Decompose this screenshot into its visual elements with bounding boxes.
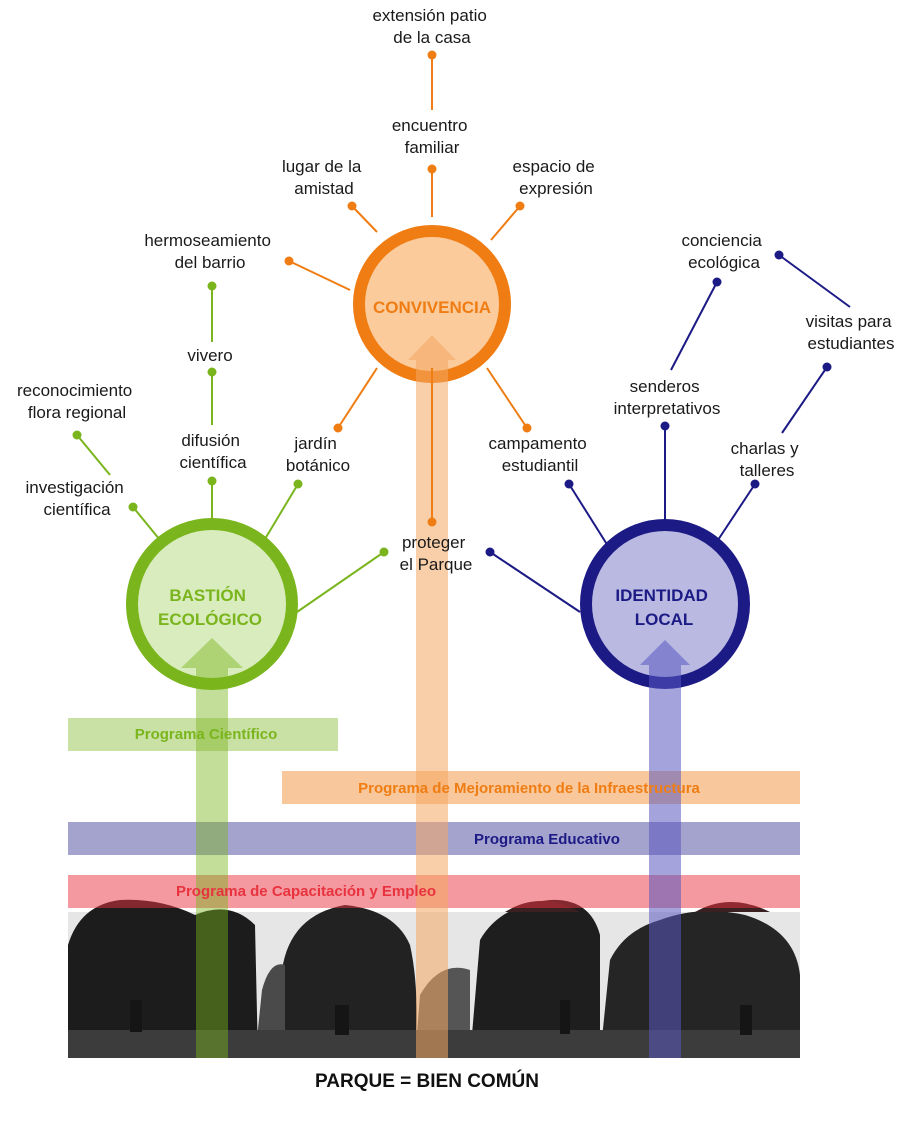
dot-hermoseamiento	[284, 256, 294, 266]
dot-charlas	[750, 479, 760, 489]
dot-difusion	[207, 476, 217, 486]
dot-senderos	[660, 421, 670, 431]
label-proteger: proteger el Parque	[400, 533, 473, 574]
dot-expresion	[515, 201, 525, 211]
green-dots	[72, 281, 389, 557]
label-visitas: visitas para estudiantes	[806, 312, 897, 353]
node-labels: extensión patio de la casa encuentro fam…	[17, 6, 897, 574]
dot-jardin	[293, 479, 303, 489]
green-connectors	[76, 286, 385, 613]
program-label-capacitacion: Programa de Capacitación y Empleo	[176, 883, 436, 900]
label-senderos: senderos interpretativos	[614, 377, 721, 418]
label-investigacion: investigación científica	[25, 478, 128, 519]
hub-label-convivencia: CONVIVENCIA	[373, 298, 491, 317]
dot-extension	[427, 50, 437, 60]
label-jardin: jardín botánico	[286, 434, 350, 475]
dot-hermoseamiento-green	[207, 281, 217, 291]
hub-label-bastion: BASTIÓN ECOLÓGICO	[158, 586, 262, 629]
label-hermoseamiento: hermoseamiento del barrio	[144, 231, 275, 272]
dot-proteger-orange	[427, 517, 437, 527]
program-band-cientifico	[68, 718, 338, 751]
navy-dots	[485, 250, 832, 557]
label-amistad: lugar de la amistad	[282, 157, 366, 198]
hub-label-identidad: IDENTIDAD LOCAL	[615, 586, 712, 629]
dot-investigacion	[128, 502, 138, 512]
navy-connectors	[489, 254, 851, 613]
dot-proteger-green	[379, 547, 389, 557]
arrow-green	[181, 638, 243, 1058]
arrow-navy	[640, 640, 690, 1058]
dot-encuentro	[427, 164, 437, 174]
dot-proteger-navy	[485, 547, 495, 557]
orange-connectors	[288, 55, 528, 429]
dot-reconocimiento	[72, 430, 82, 440]
label-charlas: charlas y talleres	[731, 439, 804, 480]
label-vivero: vivero	[187, 346, 232, 365]
dot-campamento	[564, 479, 574, 489]
dot-jardin-orange	[333, 423, 343, 433]
orange-dots	[284, 50, 532, 527]
label-extension: extensión patio de la casa	[372, 6, 491, 47]
hub-bastion-ecologico	[126, 518, 298, 690]
dot-vivero	[207, 367, 217, 377]
arrow-orange	[408, 335, 456, 1058]
label-campamento: campamento estudiantil	[488, 434, 591, 475]
dot-amistad	[347, 201, 357, 211]
dot-campamento-orange	[522, 423, 532, 433]
footer-title: PARQUE = BIEN COMÚN	[315, 1070, 539, 1092]
program-label-educativo: Programa Educativo	[474, 831, 620, 848]
program-band-infraestructura	[282, 771, 800, 804]
label-difusion: difusión científica	[179, 431, 247, 472]
label-reconocimiento: reconocimiento flora regional	[17, 381, 137, 422]
label-expresion: espacio de expresión	[513, 157, 600, 198]
dot-conciencia-right	[774, 250, 784, 260]
label-conciencia: conciencia ecológica	[681, 231, 766, 272]
label-encuentro: encuentro familiar	[392, 116, 472, 157]
program-label-infraestructura: Programa de Mejoramiento de la Infraestr…	[358, 780, 700, 797]
dot-conciencia-left	[712, 277, 722, 287]
dot-visitas	[822, 362, 832, 372]
program-label-cientifico: Programa Científico	[135, 726, 278, 743]
